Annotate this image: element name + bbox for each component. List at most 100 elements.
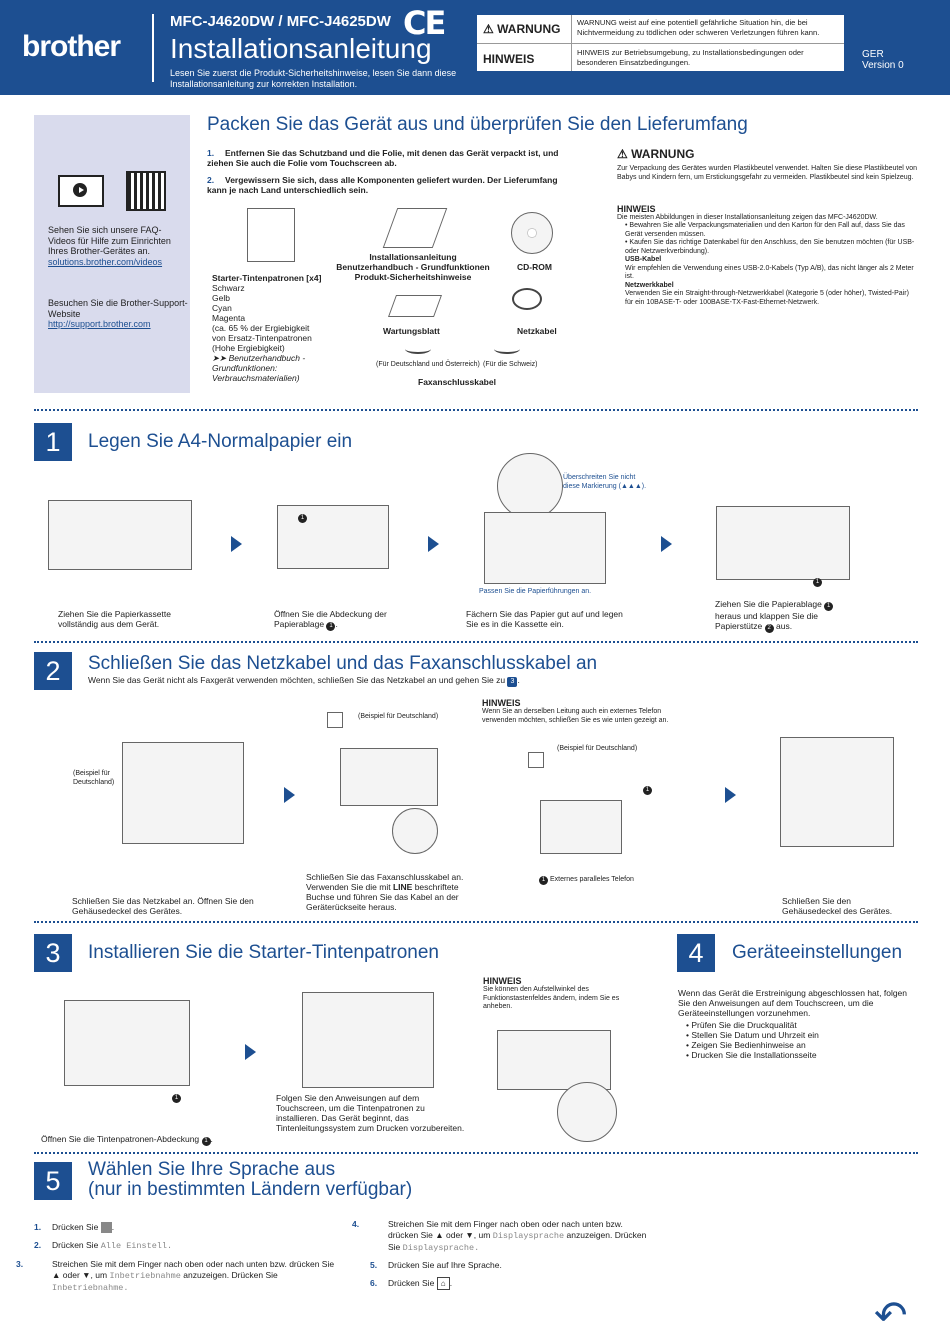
control-panel-illustration bbox=[497, 1030, 611, 1090]
video-icon bbox=[58, 175, 104, 207]
section-4-title: Geräteeinstellungen bbox=[732, 942, 903, 963]
s2-caption-1: Schließen Sie das Netzkabel an. Öffnen S… bbox=[72, 896, 254, 916]
power-cord-label: Netzkabel bbox=[517, 326, 557, 336]
settings-key-icon[interactable] bbox=[100, 1222, 112, 1234]
example-de-label: (Beispiel für Deutschland) bbox=[358, 713, 439, 720]
reference-arrow-icon: ➤➤ bbox=[212, 353, 227, 363]
support-link[interactable]: http://support.brother.com bbox=[48, 319, 151, 329]
faq-link[interactable]: solutions.brother.com/videos bbox=[48, 256, 163, 267]
open-cover-illustration bbox=[122, 742, 244, 844]
unpack-step-2: 2.Vergewissern Sie sich, dass alle Kompo… bbox=[207, 175, 558, 195]
network-text: Verwenden Sie ein Straight-through-Netzw… bbox=[625, 290, 909, 306]
usb-label: USB-Kabel bbox=[625, 256, 662, 263]
page-turn-arrow-icon: ↶ bbox=[874, 1294, 908, 1338]
next-arrow-icon bbox=[428, 536, 439, 552]
section-number-3: 3 bbox=[34, 934, 72, 972]
section-2-title: Schließen Sie das Netzkabel und das Faxa… bbox=[88, 653, 598, 674]
fax-cable-label: Faxanschlusskabel bbox=[418, 377, 496, 387]
unpack-usb-block: USB-Kabel Wir empfehlen die Verwendung e… bbox=[617, 256, 917, 307]
s5-steps-right: 4.Streichen Sie mit dem Finger nach oben… bbox=[352, 1219, 650, 1290]
section-3-ref-badge[interactable]: 3 bbox=[507, 677, 518, 687]
usb-text: Wir empfehlen die Verwendung eines USB-2… bbox=[625, 264, 914, 281]
s1-caption-3: Fächern Sie das Papier gut auf und legen… bbox=[466, 609, 623, 629]
fax-cable-ch-illustration bbox=[494, 344, 520, 354]
language-code: GER bbox=[862, 49, 884, 60]
s2-note: HINWEIS Wenn Sie an derselben Leitung au… bbox=[482, 698, 682, 725]
callout-1-icon: 1 bbox=[172, 1086, 181, 1104]
symbol-legend: ⚠ WARNUNG WARNUNG weist auf eine potenti… bbox=[477, 15, 844, 71]
s2-note-label: HINWEIS bbox=[482, 698, 521, 708]
unpack-note: HINWEIS Die meisten Abbildungen in diese… bbox=[617, 205, 917, 307]
cartridges-ref: ➤➤ Benutzerhandbuch - Grundfunktionen: V… bbox=[212, 353, 306, 383]
s5-step-5: 5.Drücken Sie auf Ihre Sprache. bbox=[370, 1260, 502, 1270]
callout-1-icon: 1 bbox=[813, 570, 822, 588]
printer-drawer-illustration bbox=[48, 500, 192, 570]
s1-caption-2: Öffnen Sie die Abdeckung der Papierablag… bbox=[274, 609, 387, 631]
section-5-title-line-1: Wählen Sie Ihre Sprache aus bbox=[88, 1159, 336, 1180]
next-arrow-icon bbox=[725, 787, 736, 803]
unpack-warning: ⚠ WARNUNG Zur Verpackung des Gerätes wur… bbox=[617, 147, 917, 182]
fax-cable-de-illustration bbox=[405, 344, 431, 354]
legend-note-row: HINWEIS HINWEIS zur Betriebsumgebung, zu… bbox=[477, 43, 844, 71]
legend-warning-label: ⚠ WARNUNG bbox=[483, 22, 561, 36]
s3-note-label: HINWEIS bbox=[483, 976, 522, 986]
brother-logo: brother bbox=[22, 30, 121, 63]
marking-callout: Überschreiten Sie nicht diese Markierung… bbox=[563, 474, 647, 490]
list-item: Prüfen Sie die Druckqualität bbox=[686, 1020, 926, 1030]
next-arrow-icon bbox=[245, 1044, 256, 1060]
callout-1-icon: 1 bbox=[643, 778, 652, 796]
section-number-2: 2 bbox=[34, 652, 72, 690]
legend-note-text: HINWEIS zur Betriebsumgebung, zu Install… bbox=[577, 48, 804, 67]
color-cyan: Cyan bbox=[212, 303, 232, 313]
header-band: brother MFC-J4620DW / MFC-J4625DW Instal… bbox=[0, 0, 950, 95]
section-divider bbox=[34, 641, 918, 643]
legend-warning-text: WARNUNG weist auf eine potentiell gefähr… bbox=[577, 18, 820, 37]
s5-step-1: 1.Drücken Sie . bbox=[34, 1222, 115, 1234]
callout-1-icon: 1 bbox=[539, 876, 548, 885]
next-arrow-icon bbox=[661, 536, 672, 552]
color-magenta: Magenta bbox=[212, 313, 246, 323]
s3-note: HINWEIS Sie können den Aufstellwinkel de… bbox=[483, 976, 633, 1012]
header-divider bbox=[152, 14, 154, 82]
s5-step-4: 4.Streichen Sie mit dem Finger nach oben… bbox=[352, 1219, 647, 1253]
marking-zoom-illustration bbox=[497, 453, 563, 519]
list-item: Stellen Sie Datum und Uhrzeit ein bbox=[686, 1030, 926, 1040]
list-item: Zeigen Sie Bedienhinweise an bbox=[686, 1040, 926, 1050]
fax-cable-de-label: (Für Deutschland und Österreich) bbox=[376, 361, 480, 368]
version-label: Version 0 bbox=[862, 60, 904, 71]
warning-triangle-icon: ⚠ bbox=[617, 147, 628, 161]
home-key-icon[interactable]: ⌂ bbox=[436, 1277, 450, 1290]
paper-support-illustration bbox=[716, 506, 850, 580]
s5-steps-left: 1.Drücken Sie . 2.Drücken Sie Alle Einst… bbox=[16, 1222, 344, 1294]
s3-caption-2: Folgen Sie den Anweisungen auf dem Touch… bbox=[276, 1093, 465, 1133]
install-cartridge-illustration bbox=[302, 992, 434, 1088]
s4-intro: Wenn das Gerät die Erstreinigung abgesch… bbox=[678, 988, 908, 1018]
power-cord-illustration bbox=[512, 288, 542, 310]
model-name: MFC-J4620DW / MFC-J4625DW bbox=[170, 13, 391, 30]
s4-list: Prüfen Sie die Druckqualität Stellen Sie… bbox=[678, 1020, 926, 1060]
document-title: Installationsanleitung bbox=[170, 33, 432, 64]
panel-tilt-zoom-illustration bbox=[557, 1082, 617, 1142]
header-subtitle: Lesen Sie zuerst die Produkt-Sicherheits… bbox=[170, 68, 457, 89]
next-arrow-icon bbox=[284, 787, 295, 803]
s2-caption-2: Schließen Sie das Faxanschlusskabel an. … bbox=[306, 872, 464, 912]
section-divider bbox=[34, 409, 918, 411]
unpack-note-list: Bewahren Sie alle Verpackungsmaterialien… bbox=[617, 222, 917, 256]
example-de-label: (Beispiel für Deutschland) bbox=[557, 745, 638, 752]
section-3-title: Installieren Sie die Starter-Tintenpatro… bbox=[88, 942, 439, 963]
unpack-note-label: HINWEIS bbox=[617, 204, 656, 214]
close-cover-illustration bbox=[780, 737, 894, 847]
external-phone-label: 1 Externes paralleles Telefon bbox=[539, 876, 634, 885]
s3-caption-1: Öffnen Sie die Tintenpatronen-Abdeckung … bbox=[41, 1134, 213, 1146]
cdrom-label: CD-ROM bbox=[517, 262, 552, 272]
network-label: Netzwerkkabel bbox=[625, 281, 674, 289]
ink-cover-illustration bbox=[64, 1000, 190, 1086]
manuals-label: Installationsanleitung Benutzerhandbuch … bbox=[336, 252, 490, 282]
unpack-note-intro: Die meisten Abbildungen in dieser Instal… bbox=[617, 213, 878, 221]
s1-caption-4: Ziehen Sie die Papierablage 1 heraus und… bbox=[715, 599, 845, 633]
unpack-warning-text: Zur Verpackung des Gerätes wurden Plasti… bbox=[617, 165, 918, 181]
section-number-1: 1 bbox=[34, 423, 72, 461]
maintenance-label: Wartungsblatt bbox=[383, 326, 440, 336]
fax-cable-ch-label: (Für die Schweiz) bbox=[483, 361, 538, 368]
s3-note-text: Sie können den Aufstellwinkel des Funkti… bbox=[483, 986, 620, 1010]
